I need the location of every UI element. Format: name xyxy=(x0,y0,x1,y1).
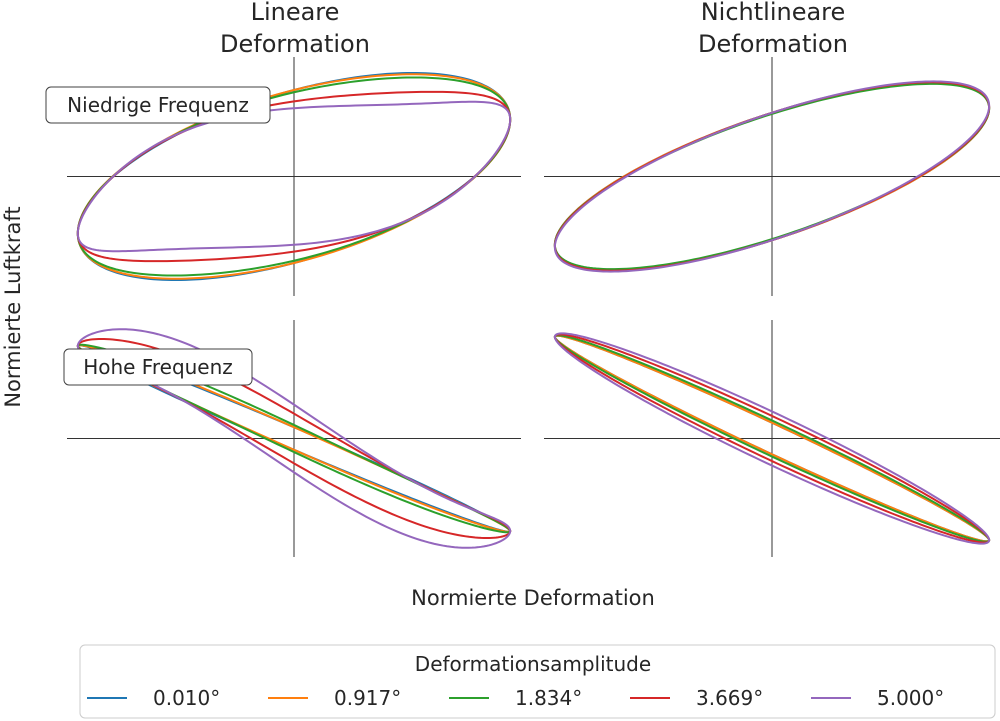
legend-label-2: 0.917° xyxy=(334,686,401,710)
legend-label-4: 3.669° xyxy=(696,686,763,710)
column-title-nonlinear-line-2: Deformation xyxy=(698,30,848,58)
panel-high-freq-nonlinear xyxy=(544,320,1000,557)
legend-label-1: 0.010° xyxy=(153,686,220,710)
column-title-nonlinear: Nichtlineare Deformation xyxy=(698,0,848,58)
legend-label-5: 5.000° xyxy=(877,686,944,710)
annotation-high-frequency-box xyxy=(63,348,253,386)
panel-high-freq-linear xyxy=(67,320,521,557)
series-line-5 xyxy=(553,80,991,273)
panel-low-freq-linear xyxy=(67,57,521,296)
annotation-low-frequency: Niedrige Frequenz xyxy=(45,86,271,124)
x-axis-label: Normierte Deformation xyxy=(411,586,655,610)
series-line-5 xyxy=(76,100,512,253)
column-title-nonlinear-line-1: Nichtlineare xyxy=(701,0,846,26)
panel-low-freq-nonlinear xyxy=(544,57,1000,296)
annotation-high-frequency-text: Hohe Frequenz xyxy=(83,355,233,379)
annotation-high-frequency: Hohe Frequenz xyxy=(63,348,253,386)
y-axis-label: Normierte Luftkraft xyxy=(1,206,25,407)
legend: Deformationsamplitude 0.010° 0.917° 1.834°… xyxy=(79,644,996,719)
legend-frame xyxy=(79,644,996,719)
annotation-low-frequency-text: Niedrige Frequenz xyxy=(67,93,249,117)
column-title-linear-line-1: Lineare xyxy=(251,0,340,26)
legend-entries: 0.010° 0.917° 1.834° 3.669° 5.000° xyxy=(87,686,944,710)
legend-title: Deformationsamplitude xyxy=(415,652,651,676)
series-line-5 xyxy=(553,332,991,545)
column-title-linear: Lineare Deformation xyxy=(220,0,370,58)
column-title-linear-line-2: Deformation xyxy=(220,30,370,58)
series-line-5 xyxy=(76,328,512,549)
annotation-low-frequency-box xyxy=(45,86,271,124)
legend-label-3: 1.834° xyxy=(515,686,582,710)
